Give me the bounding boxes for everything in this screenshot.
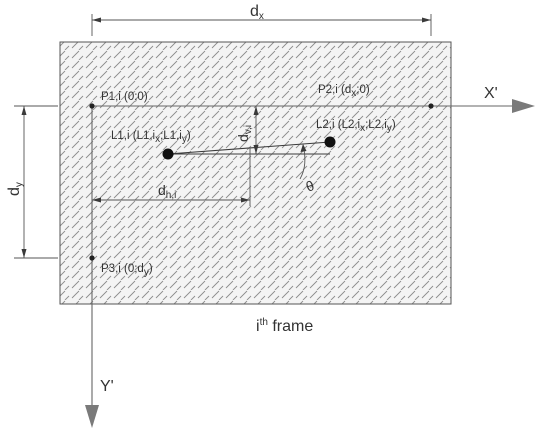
frame-rectangle — [59, 41, 452, 305]
p2-label: P2,i (dx;0) — [318, 84, 370, 99]
y-axis-arrowhead — [85, 405, 99, 428]
dv-subscript: v,i — [243, 125, 254, 134]
point-l1 — [162, 148, 174, 160]
p3-label: P3,i (0;dy) — [101, 263, 153, 278]
svg-text:dv,i: dv,i — [235, 125, 254, 142]
svg-text:dh,i: dh,i — [158, 182, 176, 201]
x-prime-axis: X' — [92, 85, 535, 113]
point-l2 — [324, 136, 336, 148]
x-axis-arrowhead — [512, 99, 535, 113]
frame-caption: ith frame — [256, 317, 313, 335]
dx-subscript: x — [259, 11, 264, 22]
dy-subscript: y — [14, 182, 25, 187]
dh-subscript: h,i — [166, 190, 177, 201]
point-p1 — [89, 103, 95, 109]
dx-dimension: dx — [91, 3, 432, 36]
point-p2 — [428, 103, 434, 109]
dy-dimension: dy — [6, 105, 58, 259]
dy-label: d — [6, 187, 23, 196]
dx-label: d — [250, 3, 259, 20]
dv-dimension: dv,i — [235, 106, 259, 154]
dh-dimension: dh,i — [92, 148, 251, 206]
point-p3 — [89, 255, 95, 261]
x-axis-label: X' — [484, 85, 498, 102]
p1-label: P1,i (0;0) — [101, 91, 148, 103]
l1-label: L1,i (L1,ix;L1,iy) — [111, 130, 191, 145]
svg-text:dx: dx — [250, 3, 264, 22]
l2-label: L2,i (L2,ix;L2,iy) — [316, 119, 396, 134]
svg-text:dy: dy — [6, 182, 25, 196]
dv-label: d — [235, 134, 251, 142]
dh-label: d — [158, 182, 166, 198]
y-axis-label: Y' — [100, 378, 114, 395]
